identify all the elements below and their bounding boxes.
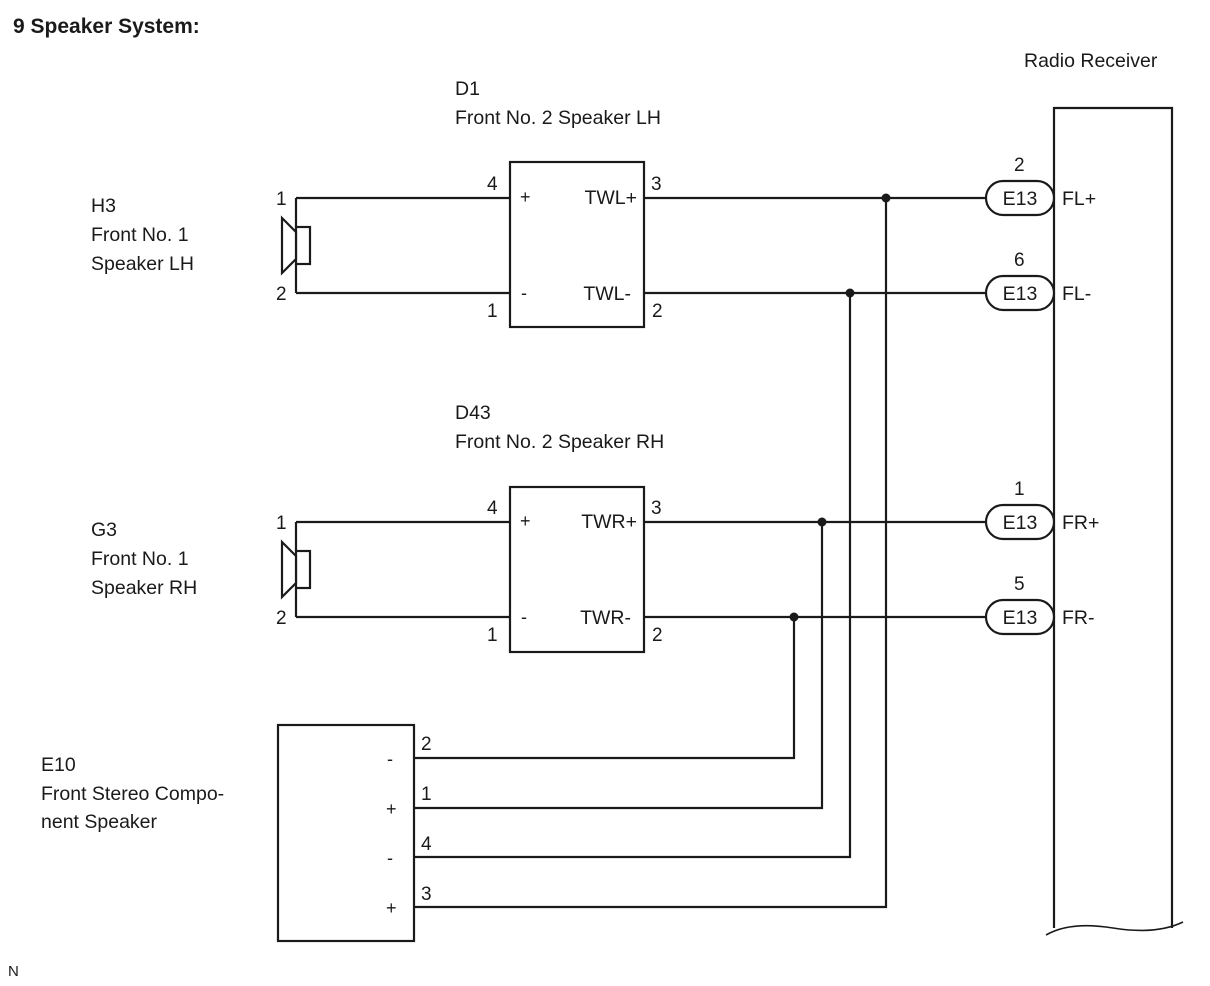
e13-pin-label: 6 bbox=[1014, 250, 1025, 271]
e13-connector-shape bbox=[984, 179, 1056, 217]
connector-e13-fr-plus: 1 E13 FR+ bbox=[984, 479, 1099, 541]
pin-label: 4 bbox=[487, 174, 498, 195]
connector-e13-fl-minus: 6 E13 FL- bbox=[984, 250, 1091, 312]
wire-e10-pin3-to-fl-plus bbox=[414, 198, 888, 909]
pin-label: 2 bbox=[276, 608, 287, 629]
junction-dot-fr-plus bbox=[817, 517, 827, 527]
component-name: Front No. 2 Speaker RH bbox=[455, 431, 664, 453]
junction-dot-fr-minus bbox=[789, 612, 799, 622]
e13-connector-label: E13 bbox=[1003, 283, 1038, 305]
wire-e10-pin4-to-fl-minus bbox=[414, 293, 852, 859]
wire-e10-pin2-to-fr-minus bbox=[414, 617, 796, 760]
tweeter-lh-d1: D1 Front No. 2 Speaker LH 4 + TWL+ 3 1 -… bbox=[455, 78, 663, 329]
tweeter-box bbox=[508, 485, 646, 654]
polarity-sign: + bbox=[386, 898, 397, 918]
pin-label: 2 bbox=[421, 734, 432, 755]
wire-e10-pin1-to-fr-plus bbox=[414, 522, 824, 810]
pin-label: 3 bbox=[651, 174, 662, 195]
speaker-icon bbox=[280, 215, 312, 276]
pin-label: 1 bbox=[276, 189, 287, 210]
e13-connector-label: E13 bbox=[1003, 188, 1038, 210]
radio-receiver-terminal-label: FL+ bbox=[1062, 188, 1096, 210]
e13-connector-shape bbox=[984, 274, 1056, 312]
pin-label: 3 bbox=[421, 884, 432, 905]
polarity-sign: - bbox=[387, 749, 393, 769]
pin-label: 2 bbox=[276, 284, 287, 305]
diagram-title: 9 Speaker System: bbox=[13, 15, 200, 38]
footer-note: N bbox=[8, 963, 19, 980]
radio-receiver-terminal-label: FR- bbox=[1062, 607, 1095, 629]
pin-label: 4 bbox=[487, 498, 498, 519]
speaker-rh-g3: G3 Front No. 1 Speaker RH 1 2 bbox=[91, 513, 312, 629]
component-speaker-e10: E10 Front Stereo Compo- nent Speaker - 2… bbox=[41, 723, 432, 943]
radio-receiver: Radio Receiver bbox=[1024, 50, 1184, 936]
polarity-sign: + bbox=[386, 799, 397, 819]
tweeter-box bbox=[508, 160, 646, 329]
tweeter-rh-d43: D43 Front No. 2 Speaker RH 4 + TWR+ 3 1 … bbox=[455, 402, 664, 654]
polarity-sign: - bbox=[521, 283, 527, 303]
component-code: D1 bbox=[455, 78, 480, 100]
component-name-line1: Front Stereo Compo- bbox=[41, 783, 224, 805]
pin-label: 1 bbox=[487, 301, 498, 322]
polarity-sign: - bbox=[387, 848, 393, 868]
radio-receiver-terminal-label: FL- bbox=[1062, 283, 1091, 305]
terminal-label: TWR- bbox=[580, 607, 631, 629]
wires bbox=[296, 193, 985, 909]
pin-label: 1 bbox=[276, 513, 287, 534]
radio-receiver-terminal-label: FR+ bbox=[1062, 512, 1099, 534]
radio-receiver-label: Radio Receiver bbox=[1024, 50, 1158, 72]
component-name-line1: Front No. 1 bbox=[91, 224, 189, 246]
e13-pin-label: 2 bbox=[1014, 155, 1025, 176]
pin-label: 4 bbox=[421, 834, 432, 855]
connector-e13-fl-plus: 2 E13 FL+ bbox=[984, 155, 1096, 217]
polarity-sign: + bbox=[520, 511, 531, 531]
e13-pin-label: 1 bbox=[1014, 479, 1025, 500]
polarity-sign: + bbox=[520, 187, 531, 207]
e13-connector-label: E13 bbox=[1003, 512, 1038, 534]
e13-connector-shape bbox=[984, 503, 1056, 541]
terminal-label: TWL- bbox=[583, 283, 631, 305]
terminal-label: TWR+ bbox=[581, 511, 637, 533]
junction-dot-fl-minus bbox=[845, 288, 855, 298]
polarity-sign: - bbox=[521, 607, 527, 627]
speaker-icon bbox=[280, 539, 312, 600]
component-name-line1: Front No. 1 bbox=[91, 548, 189, 570]
e13-connector-label: E13 bbox=[1003, 607, 1038, 629]
pin-label: 2 bbox=[652, 625, 663, 646]
speaker-lh-h3: H3 Front No. 1 Speaker LH 1 2 bbox=[91, 189, 312, 305]
component-name: Front No. 2 Speaker LH bbox=[455, 107, 661, 129]
component-code: E10 bbox=[41, 754, 76, 776]
radio-receiver-break-line bbox=[1045, 921, 1184, 936]
terminal-label: TWL+ bbox=[584, 187, 637, 209]
component-code: D43 bbox=[455, 402, 491, 424]
component-box bbox=[276, 723, 416, 943]
component-code: G3 bbox=[91, 519, 117, 541]
pin-label: 1 bbox=[487, 625, 498, 646]
junction-dot-fl-plus bbox=[881, 193, 891, 203]
e13-pin-label: 5 bbox=[1014, 574, 1025, 595]
pin-label: 3 bbox=[651, 498, 662, 519]
pin-label: 2 bbox=[652, 301, 663, 322]
component-code: H3 bbox=[91, 195, 116, 217]
component-name-line2: nent Speaker bbox=[41, 811, 158, 833]
e13-connector-shape bbox=[984, 598, 1056, 636]
component-name-line2: Speaker RH bbox=[91, 577, 197, 599]
component-name-line2: Speaker LH bbox=[91, 253, 194, 275]
connector-e13-fr-minus: 5 E13 FR- bbox=[984, 574, 1095, 636]
pin-label: 1 bbox=[421, 784, 432, 805]
